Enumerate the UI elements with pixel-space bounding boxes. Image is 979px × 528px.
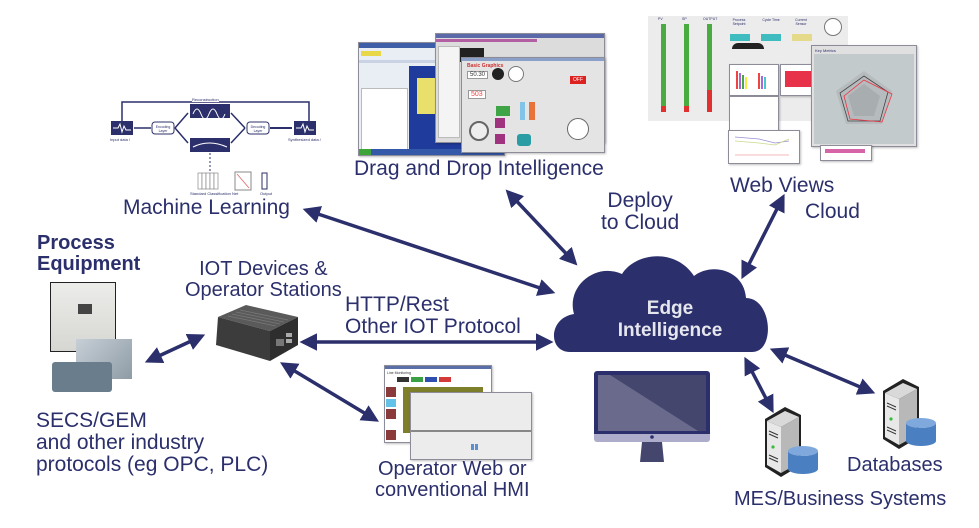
process-equipment-label: Process Equipment	[37, 233, 140, 275]
protocol-line2: Other IOT Protocol	[345, 315, 521, 339]
column-sp: SP	[682, 17, 687, 21]
off-button: OFF	[570, 76, 586, 84]
arrow-edge-mes	[744, 356, 774, 414]
ml-decoding-label: Decoding Layer	[250, 125, 266, 133]
deploy-line1: Deploy	[607, 189, 673, 212]
readout-1: 50.30	[467, 71, 489, 79]
hub-label-line2: Intelligence	[617, 319, 723, 341]
edge-intelligence-hub[interactable]: Edge Intelligence	[590, 298, 750, 342]
ml-encoding-label: Encoding Layer	[155, 125, 171, 133]
hmi-line1: Operator Web or	[377, 458, 527, 480]
tile-process-setpoint: Process Setpoint	[732, 18, 746, 26]
protocol-label: HTTP/Rest Other IOT Protocol	[345, 293, 521, 339]
iot-line1: IOT Devices &	[199, 258, 328, 280]
iot-line2: Operator Stations	[185, 279, 342, 301]
protocol-line1: HTTP/Rest	[345, 293, 449, 316]
arrow-edge-databases	[769, 347, 876, 395]
drag-drop-screenshots[interactable]: Basic Graphics 50.30 503 OFF	[358, 33, 605, 158]
ml-output-label: Output	[260, 191, 273, 196]
hmi-screenshots[interactable]: Line Monitoring	[384, 365, 532, 460]
cloud-icon	[553, 256, 768, 352]
web-views-label: Web Views	[730, 174, 835, 197]
iot-devices-label: IOT Devices & Operator Stations	[185, 259, 342, 301]
key-metrics-radar: Key Metrics	[811, 45, 917, 147]
tile-current-sensor: Current Sensor	[795, 18, 807, 26]
tile-cycle-time: Cycle Time	[762, 18, 780, 22]
process-equipment-line1: Process	[37, 232, 115, 254]
readout-2: 503	[468, 90, 486, 99]
secs-line1: SECS/GEM	[36, 409, 147, 432]
secs-gem-label: SECS/GEM and other industry protocols (e…	[36, 409, 269, 477]
database-server-icon[interactable]	[881, 377, 939, 449]
basic-graphics-title: Basic Graphics	[467, 63, 504, 69]
ml-classnet-label: Standard Classification Net	[190, 191, 239, 196]
hmi-line2: conventional HMI	[375, 479, 530, 501]
drag-drop-label: Drag and Drop Intelligence	[354, 157, 604, 180]
process-equipment-line2: Equipment	[37, 253, 141, 275]
mes-server-icon[interactable]	[763, 405, 821, 477]
monitor-icon	[594, 370, 710, 464]
arrow-iot-hmi	[280, 362, 379, 422]
ml-reconstruction-label: Reconstruction	[192, 97, 219, 102]
hmi-screen-title: Line Monitoring	[387, 371, 411, 375]
deploy-to-cloud-label: Deploy to Cloud	[601, 189, 680, 235]
databases-label: Databases	[847, 454, 943, 476]
arrow-ml-edge	[302, 206, 556, 296]
arrow-webviews-edge	[741, 193, 785, 280]
iot-device-image[interactable]	[206, 303, 301, 365]
machine-learning-label: Machine Learning	[123, 196, 290, 219]
deploy-line2: to Cloud	[601, 211, 680, 235]
secs-line3: protocols (eg OPC, PLC)	[36, 453, 269, 477]
arrow-dragdrop-edge	[505, 189, 578, 266]
process-equipment-image[interactable]	[50, 282, 142, 400]
basic-graphics-window: Basic Graphics 50.30 503 OFF	[461, 57, 605, 153]
ml-input-label: Input data /	[110, 137, 131, 142]
secs-line2: and other industry	[36, 431, 205, 455]
column-output: OUTPUT	[703, 17, 718, 21]
mes-label: MES/Business Systems	[734, 488, 947, 510]
column-pv: PV	[658, 17, 663, 21]
radar-title: Key Metrics	[815, 48, 836, 53]
hmi-label: Operator Web or conventional HMI	[375, 459, 530, 501]
ml-synth-label: Synthesized data /	[288, 137, 321, 142]
web-views-screenshots[interactable]: PV SP OUTPUT Process Setpoint Cycle Time…	[648, 16, 918, 164]
ml-diagram: Reconstruction Input data / Encoding Lay…	[104, 97, 334, 197]
cloud-label: Cloud	[805, 200, 860, 223]
hub-label-line1: Edge	[646, 298, 694, 319]
arrow-equipment-iot	[144, 333, 206, 364]
